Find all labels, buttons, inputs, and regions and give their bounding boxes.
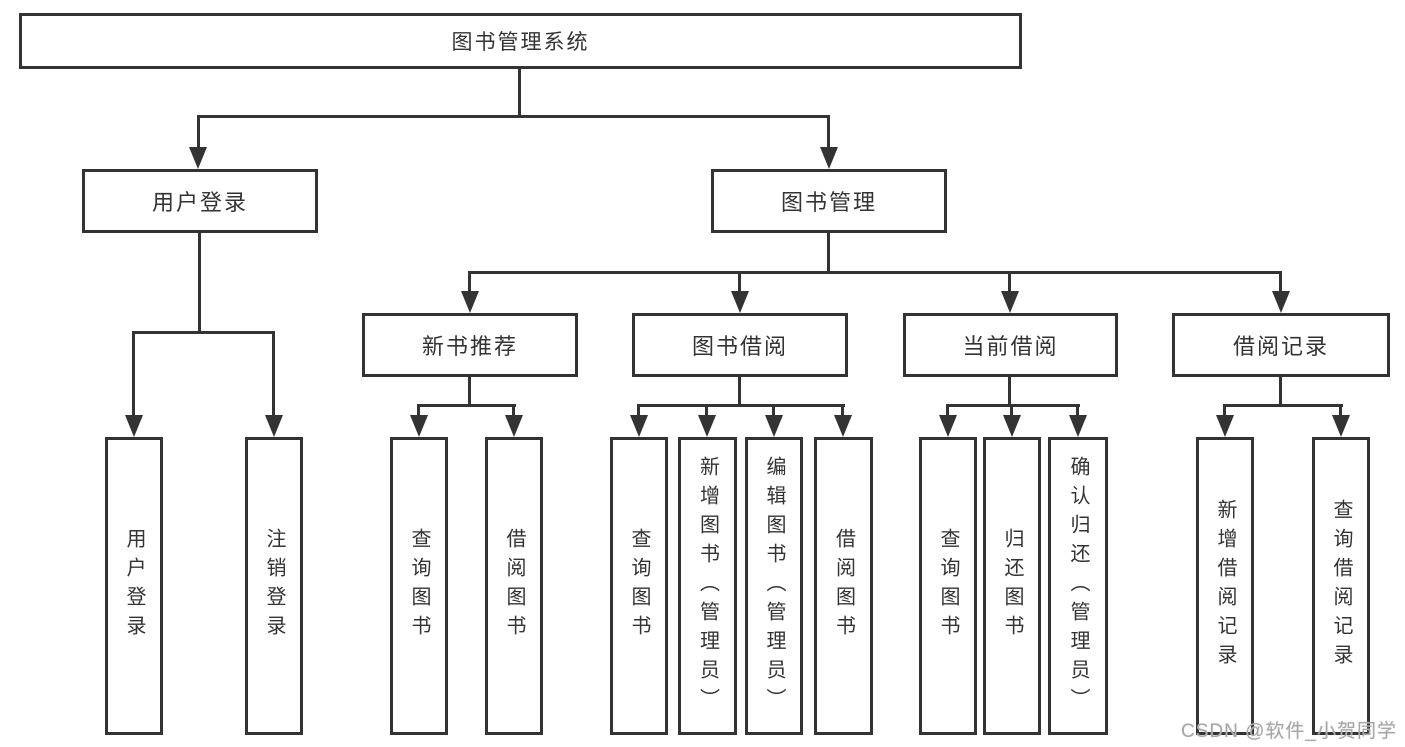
- connector-crossbar: [132, 331, 275, 334]
- connector-drop: [1076, 404, 1079, 417]
- leaf-confirm-return-admin: 确认归还（管理员）: [1048, 437, 1108, 735]
- leaf-label: 新增借阅记录: [1214, 499, 1236, 673]
- leaf-query-books-recommend: 查询图书: [390, 437, 448, 735]
- connector-stem: [468, 377, 471, 407]
- arrowhead-down: [1069, 415, 1087, 437]
- node-borrowing-records-label: 借阅记录: [1232, 334, 1329, 359]
- leaf-label: 用户登录: [123, 528, 145, 644]
- connector-drop: [1223, 404, 1226, 417]
- connector-drop: [827, 115, 830, 149]
- leaf-label: 查询借阅记录: [1330, 499, 1352, 673]
- node-book-management: 图书管理: [711, 169, 947, 233]
- watermark: CSDN @软件_小贺同学: [1181, 721, 1397, 742]
- arrowhead-down: [698, 415, 716, 437]
- leaf-query-books-borrowing: 查询图书: [610, 437, 668, 735]
- leaf-logout: 注销登录: [245, 437, 303, 735]
- node-library-management-system: 图书管理系统: [19, 13, 1022, 69]
- connector-drop: [1339, 404, 1342, 417]
- node-current-borrowing-label: 当前借阅: [962, 334, 1059, 359]
- connector-drop: [705, 404, 708, 417]
- connector-drop: [468, 271, 471, 295]
- node-user-login-label: 用户登录: [151, 190, 248, 215]
- leaf-query-borrow-record: 查询借阅记录: [1312, 437, 1370, 735]
- connector-drop: [1008, 271, 1011, 295]
- leaf-label: 查询图书: [408, 528, 430, 644]
- arrowhead-down: [1332, 415, 1350, 437]
- arrowhead-down: [1001, 291, 1019, 313]
- connector-drop: [772, 404, 775, 417]
- node-root-label: 图书管理系统: [451, 31, 590, 54]
- connector-root-stem: [518, 69, 521, 118]
- leaf-label: 归还图书: [1001, 528, 1023, 644]
- connector-stem: [1008, 377, 1011, 407]
- connector-drop: [946, 404, 949, 417]
- leaf-user-login: 用户登录: [105, 437, 163, 735]
- arrowhead-down: [1216, 415, 1234, 437]
- arrowhead-down: [630, 415, 648, 437]
- node-new-book-recommendation: 新书推荐: [362, 313, 578, 377]
- arrowhead-down: [265, 415, 283, 437]
- arrowhead-down: [820, 147, 838, 169]
- connector-drop: [1279, 271, 1282, 295]
- leaf-label: 注销登录: [263, 528, 285, 644]
- connector-stem: [827, 233, 830, 274]
- arrowhead-down: [125, 415, 143, 437]
- node-book-borrowing: 图书借阅: [632, 313, 848, 377]
- leaf-edit-books-admin: 编辑图书（管理员）: [745, 437, 803, 735]
- arrowhead-down: [731, 291, 749, 313]
- connector-drop: [132, 331, 135, 417]
- leaf-add-books-admin: 新增图书（管理员）: [678, 437, 737, 735]
- arrowhead-down: [505, 415, 523, 437]
- leaf-label: 新增图书（管理员）: [696, 455, 719, 717]
- connector-stem: [738, 377, 741, 407]
- connector-crossbar: [468, 271, 1282, 274]
- leaf-label: 借阅图书: [832, 528, 855, 644]
- node-book-management-label: 图书管理: [780, 190, 877, 215]
- leaf-borrow-books-recommend: 借阅图书: [485, 437, 543, 735]
- connector-stem: [1279, 377, 1282, 407]
- arrowhead-down: [189, 147, 207, 169]
- leaf-label: 确认归还（管理员）: [1067, 455, 1089, 717]
- connector-drop: [272, 331, 275, 417]
- leaf-label: 借阅图书: [503, 528, 525, 644]
- node-user-login: 用户登录: [82, 169, 318, 233]
- connector-root-crossbar: [197, 115, 830, 118]
- connector-drop: [512, 404, 515, 417]
- arrowhead-down: [834, 415, 852, 437]
- connector-crossbar: [946, 404, 1080, 407]
- connector-drop: [841, 404, 844, 417]
- connector-drop: [197, 115, 200, 149]
- leaf-label: 查询图书: [937, 528, 959, 644]
- connector-crossbar: [637, 404, 845, 407]
- connector-stem: [198, 233, 201, 334]
- node-book-borrowing-label: 图书借阅: [691, 334, 788, 359]
- connector-drop: [637, 404, 640, 417]
- connector-drop: [1010, 404, 1013, 417]
- arrowhead-down: [461, 291, 479, 313]
- node-borrowing-records: 借阅记录: [1172, 313, 1390, 377]
- node-current-borrowing: 当前借阅: [903, 313, 1118, 377]
- arrowhead-down: [765, 415, 783, 437]
- leaf-label: 查询图书: [628, 528, 650, 644]
- leaf-return-books: 归还图书: [983, 437, 1041, 735]
- connector-drop: [738, 271, 741, 295]
- connector-drop: [417, 404, 420, 417]
- leaf-add-borrow-record: 新增借阅记录: [1196, 437, 1254, 735]
- leaf-borrow-books-borrowing: 借阅图书: [814, 437, 873, 735]
- arrowhead-down: [410, 415, 428, 437]
- arrowhead-down: [939, 415, 957, 437]
- arrowhead-down: [1272, 291, 1290, 313]
- arrowhead-down: [1003, 415, 1021, 437]
- node-new-book-recommendation-label: 新书推荐: [421, 334, 518, 359]
- connector-crossbar: [1223, 404, 1343, 407]
- leaf-query-books-current: 查询图书: [919, 437, 977, 735]
- leaf-label: 编辑图书（管理员）: [763, 455, 785, 717]
- connector-crossbar: [417, 404, 516, 407]
